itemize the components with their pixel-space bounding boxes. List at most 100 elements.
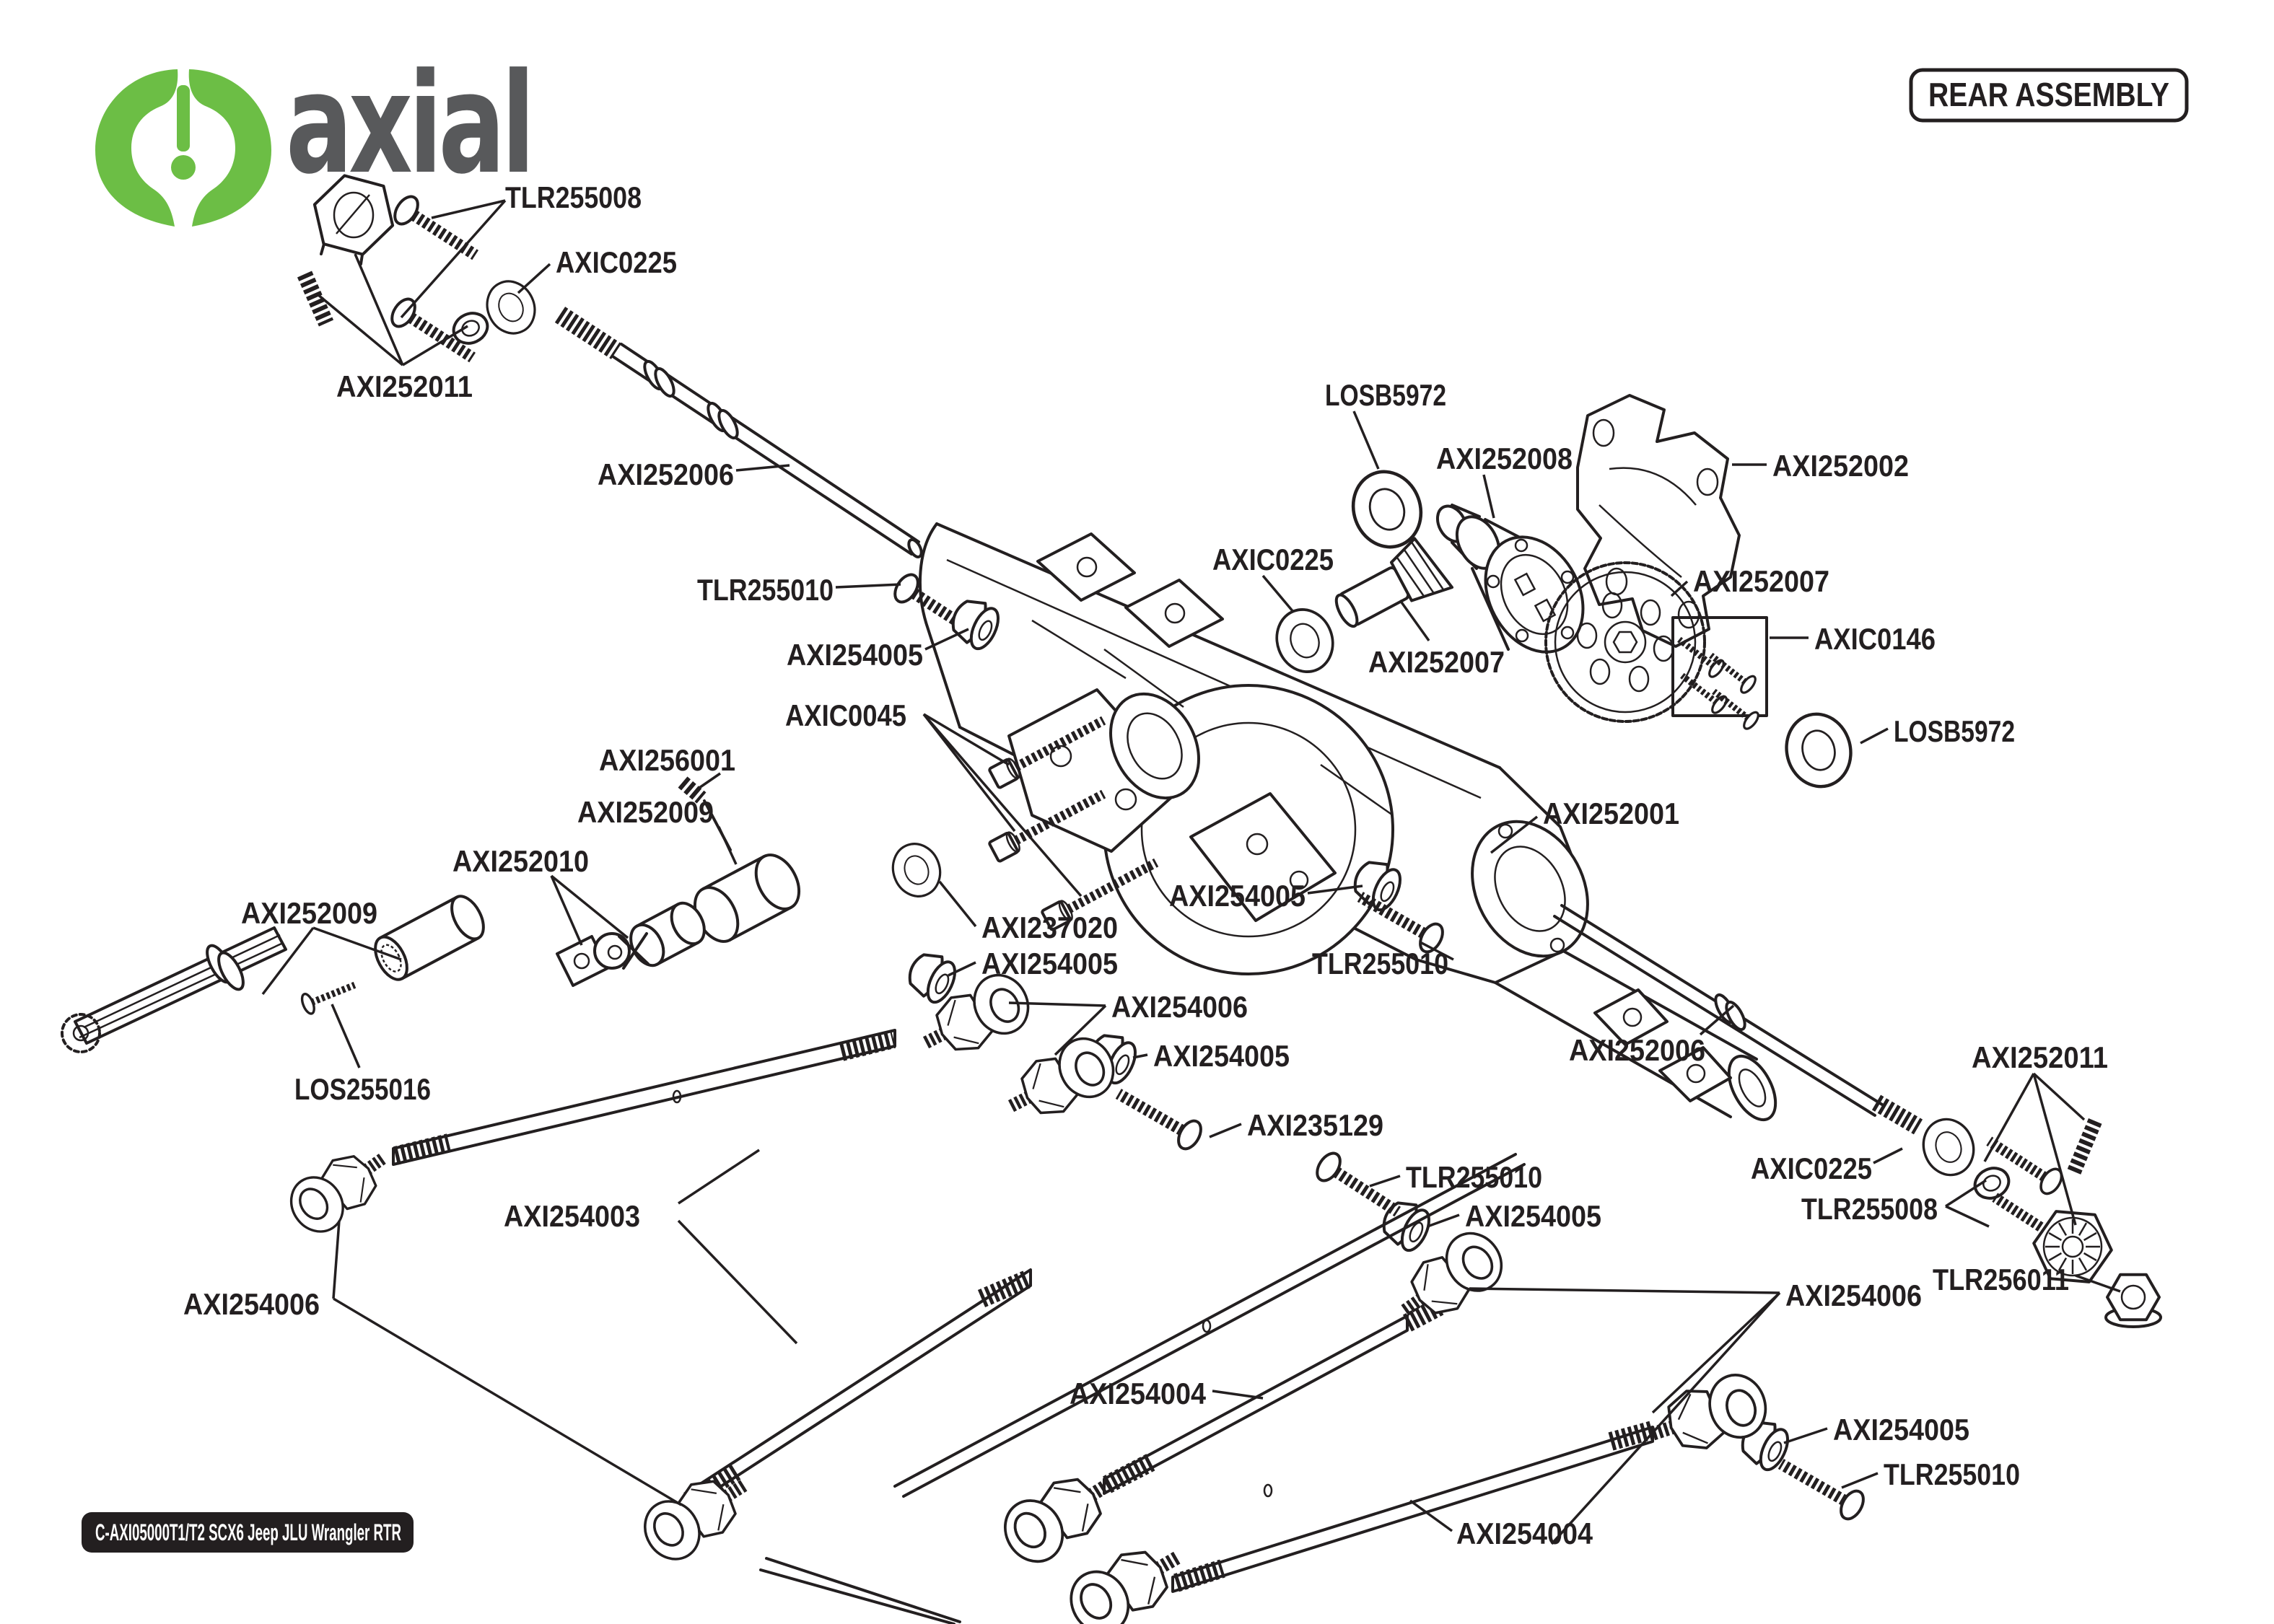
leader-line-axic0045: [922, 713, 1083, 897]
washer-icon: [1968, 1161, 2016, 1206]
badge-frame: [1909, 68, 2189, 123]
leader-line-axi254003: [677, 1219, 798, 1345]
axle-shaft-right: [1553, 904, 1923, 1135]
footer-plate: [82, 1512, 414, 1553]
leader-line-tlr255008-top: [400, 199, 507, 319]
part-label-axi252006-right: AXI252006: [1569, 1033, 1705, 1067]
part-label-axi252007-pinion: AXI252007: [1368, 645, 1505, 679]
part-label-axi254005-a: AXI254005: [787, 638, 923, 672]
part-label-los255016: LOS255016: [294, 1072, 431, 1106]
pivot-bushing-icon: [944, 592, 1006, 654]
leader-line-axi252011-top: [354, 253, 404, 366]
part-label-axi254005-c: AXI254005: [1153, 1039, 1290, 1073]
leader-line-tlr255008-right: [1945, 1179, 1987, 1208]
part-label-axi254003: AXI254003: [504, 1199, 640, 1233]
part-label-tlr255010-f: TLR255010: [1884, 1457, 2020, 1491]
part-label-axi252011-top: AXI252011: [336, 369, 473, 403]
part-label-axi252009-b: AXI252009: [241, 896, 377, 930]
leader-line-axi252001: [1490, 815, 1539, 854]
part-label-axi254006-mid: AXI254006: [1111, 990, 1248, 1024]
leader-line-axi237020: [938, 880, 977, 928]
rod-end-icon: [994, 1457, 1126, 1573]
driveshaft-sleeve-large: [693, 853, 801, 943]
part-label-axi252011-right: AXI252011: [1972, 1040, 2108, 1074]
leader-line-axi252010: [550, 875, 583, 946]
leader-line-axic0225-mid: [1261, 574, 1295, 613]
part-label-axi254006-left: AXI254006: [183, 1287, 320, 1321]
differential-axi252008: [1435, 504, 1585, 654]
leader-line-axic0225-top: [517, 263, 551, 294]
leader-line-axi254006-left: [333, 1297, 682, 1506]
axle-housing-axi252001: [918, 522, 1777, 1122]
leader-line-tlr255010-f: [1841, 1472, 1879, 1489]
axial-logo-mark: [95, 69, 271, 227]
leader-line-axi254006-mid: [1054, 1004, 1107, 1056]
button-screw-icon: [1773, 1451, 1868, 1523]
leader-line-axi254005-b: [948, 961, 976, 977]
part-label-axi254006-right: AXI254006: [1785, 1278, 1922, 1312]
part-label-axic0146: AXIC0146: [1814, 622, 1936, 656]
leader-line-losb5972-right: [1860, 727, 1889, 745]
part-label-axic0225-right: AXIC0225: [1751, 1151, 1872, 1185]
axial-logo: axial: [95, 44, 537, 227]
leader-line-axi254005-f: [1783, 1427, 1828, 1444]
footer-part-code: C-AXI05000T1/T2 SCX6 Jeep JLU Wrangler R…: [82, 1512, 414, 1553]
washer-icon: [447, 306, 494, 351]
part-label-losb5972-top: LOSB5972: [1325, 378, 1446, 412]
part-label-axic0045: AXIC0045: [785, 698, 906, 732]
leader-line-axi252008: [1482, 474, 1495, 519]
screw-set-axic0146: [1673, 616, 1768, 731]
leader-line-axi252009-b: [261, 926, 315, 996]
lock-nut-tlr256011: [2104, 1273, 2162, 1328]
button-screw-icon: [1111, 1081, 1205, 1153]
part-label-axi252009-a: AXI252009: [577, 795, 714, 829]
set-screw-icon: [2067, 1117, 2103, 1175]
leader-line-axi254005-g: [1427, 1213, 1460, 1228]
leader-line-axi256001: [696, 772, 721, 791]
leader-line-axi254005-mid: [1307, 885, 1363, 895]
wheel-hub-axi252011: [2032, 1210, 2113, 1283]
flanged-ring-axi237020: [884, 835, 949, 905]
leader-lines: [261, 199, 2121, 1545]
leader-line-axi252010: [550, 874, 629, 939]
part-label-tlr255010-a: TLR255010: [697, 573, 834, 607]
bearing-axic0225-mid: [1267, 600, 1343, 681]
set-screw-icon: [297, 271, 334, 327]
part-label-tlr256011: TLR256011: [1933, 1263, 2069, 1296]
leader-line-axi254006-mid: [1008, 1001, 1106, 1007]
exploded-artwork: [61, 174, 2162, 1624]
part-label-axi256001: AXI256001: [599, 743, 735, 777]
part-label-axic0225-mid: AXIC0225: [1212, 543, 1334, 576]
pinion-gear-axi252007: [1334, 537, 1454, 628]
part-label-axi254005-f: AXI254005: [1833, 1413, 1969, 1447]
leader-line-axic0045: [923, 713, 1010, 766]
footer-text: C-AXI05000T1/T2 SCX6 Jeep JLU Wrangler R…: [95, 1519, 401, 1545]
leader-line-tlr255010-mid: [1420, 941, 1454, 961]
axle-shaft-left: [554, 307, 923, 558]
hex-nut: [312, 174, 395, 265]
leader-line-axi252007-gear: [1670, 580, 1689, 597]
leader-line-tlr255008-top: [431, 199, 506, 219]
leader-line-axi254004-b: [1409, 1499, 1453, 1532]
leader-line-axi252007-pinion: [1399, 599, 1430, 642]
bearing-losb5972-right: [1778, 707, 1858, 794]
part-label-axic0225-top: AXIC0225: [556, 245, 677, 279]
part-label-axi254004-b: AXI254004: [1456, 1517, 1593, 1550]
leader-line-tlr255008-right: [1945, 1205, 1990, 1228]
leader-line-axic0045: [922, 713, 1016, 833]
spline-sleeve-axi252009: [374, 895, 485, 981]
leader-line-axi235129: [1209, 1123, 1242, 1138]
leader-line-axi252011-top: [316, 293, 404, 367]
leader-line-axi254006-right: [1651, 1291, 1781, 1414]
diff-cover-axi252002: [1576, 394, 1741, 648]
leader-line-axi252011-right: [2032, 1072, 2086, 1121]
part-label-axi254005-b: AXI254005: [981, 947, 1118, 980]
part-label-axi235129: AXI235129: [1247, 1108, 1383, 1142]
part-label-tlr255010-c: TLR255010: [1406, 1160, 1542, 1194]
leader-line-axi252011-top: [402, 325, 468, 367]
leader-line-axi252009-a: [717, 826, 738, 865]
rod-end-icon: [634, 1460, 760, 1569]
leader-line-axi252009-b: [312, 926, 402, 961]
part-label-axi252010: AXI252010: [452, 844, 589, 878]
